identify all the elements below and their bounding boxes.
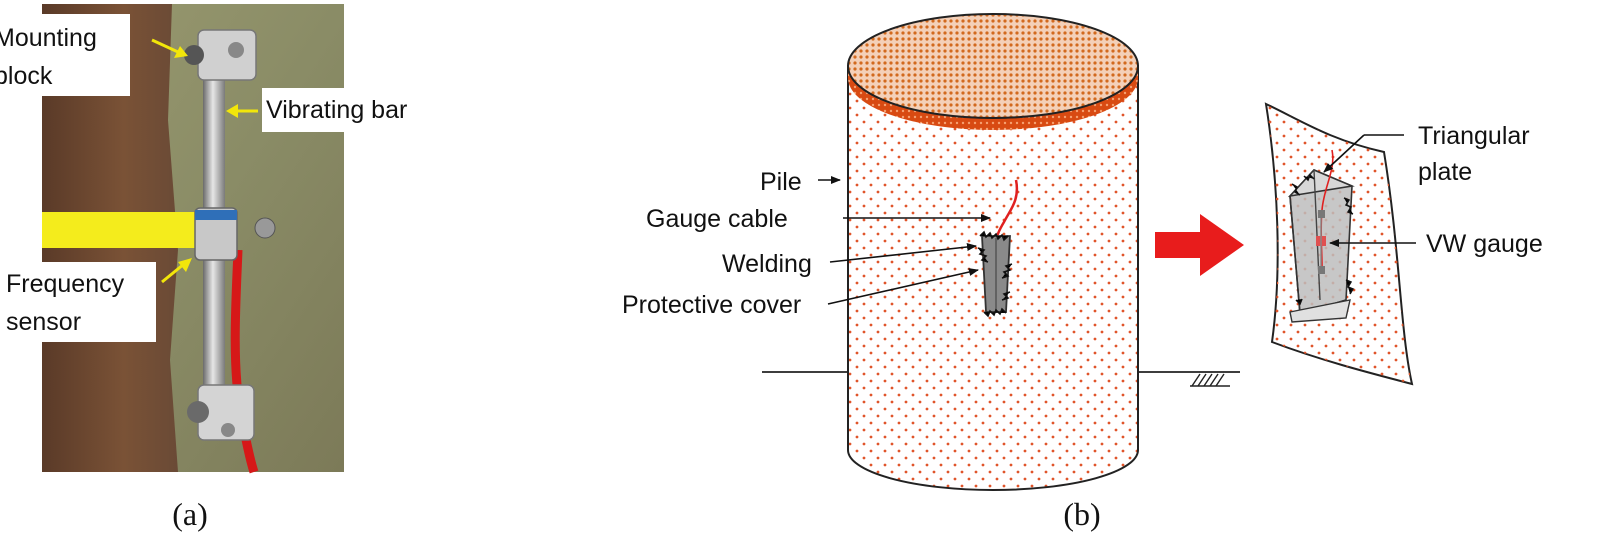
- frequency-label-box: [0, 262, 156, 342]
- gauge-cable-label: Gauge cable: [646, 205, 788, 233]
- frequency-sensor: [194, 207, 238, 261]
- mounting-arrow: [151, 38, 188, 58]
- vibrating-label: Vibrating bar: [266, 96, 407, 124]
- triangular-label-line1: Triangular: [1418, 122, 1530, 150]
- pile-label: Pile: [760, 168, 802, 196]
- panel-a: Mounting block Vibrating bar Frequency s…: [0, 4, 452, 532]
- vibrating-label-box: [262, 88, 452, 132]
- detail-welding-marks: [1291, 173, 1355, 306]
- caption-b: (b): [1063, 496, 1100, 532]
- frequency-label-line1: Frequency: [6, 270, 125, 298]
- welding-marks: [977, 230, 1013, 318]
- vibrating-arrow: [226, 104, 258, 118]
- caption-a: (a): [172, 496, 208, 532]
- photo: [42, 4, 344, 474]
- ground-hatch: [1190, 373, 1230, 387]
- detail-view: [1264, 102, 1414, 386]
- magnify-arrow: [1155, 214, 1244, 276]
- vw-gauge: [1316, 210, 1326, 274]
- yellow-tape: [42, 212, 202, 248]
- panel-b: Pile Gauge cable Welding Protective cove…: [622, 13, 1543, 532]
- mounting-label-line2: block: [0, 62, 53, 90]
- welding-leader: [829, 243, 977, 263]
- vw-gauge-label: VW gauge: [1426, 230, 1543, 258]
- pile-top: [847, 13, 1139, 119]
- cover-leader: [827, 268, 979, 305]
- triangular-leader: [1323, 134, 1404, 173]
- mounting-label-box: [0, 14, 130, 96]
- mounting-block-top: [197, 29, 257, 81]
- frequency-arrow: [161, 258, 192, 284]
- protective-cover: [977, 230, 1013, 318]
- welding-label: Welding: [722, 250, 812, 278]
- protective-cover-label: Protective cover: [622, 291, 801, 319]
- frequency-label-line2: sensor: [6, 308, 81, 336]
- triangular-label-line2: plate: [1418, 158, 1472, 186]
- mounting-label-line1: Mounting: [0, 24, 97, 52]
